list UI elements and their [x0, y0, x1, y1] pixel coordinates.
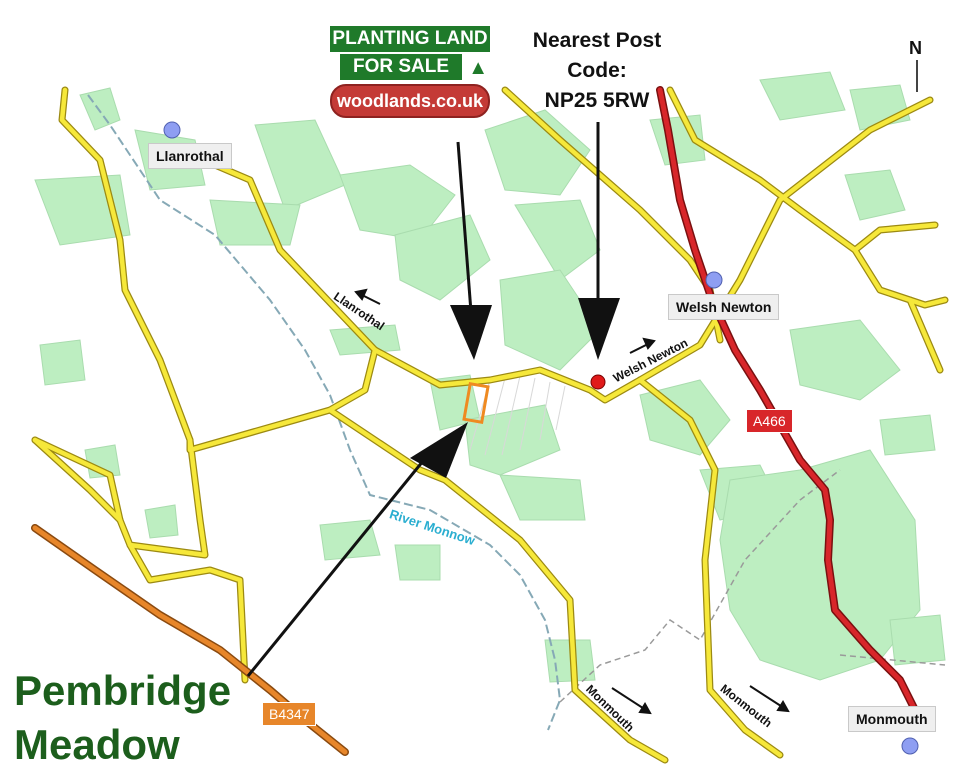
boundary-line-east [839, 654, 946, 666]
promo-website-link[interactable]: woodlands.co.uk [330, 84, 490, 118]
town-dot-llanrothal [163, 121, 181, 139]
field-hatching [469, 375, 566, 456]
postcode-line-2: Code: [567, 59, 627, 82]
promo-line-2: FOR SALE ▲ [340, 54, 488, 80]
woodland-areas [34, 71, 946, 683]
postcode-line-3: NP25 5RW [544, 89, 650, 112]
woodlands-promo: PLANTING LAND FOR SALE ▲ woodlands.co.uk [330, 26, 490, 118]
direction-arrows [354, 288, 790, 715]
boundary-line [559, 469, 841, 703]
tree-icon: ▲ [468, 57, 488, 79]
site-title-line-2: Meadow [14, 721, 180, 768]
town-dot-monmouth [901, 737, 919, 755]
town-label-monmouth: Monmouth [848, 706, 936, 732]
town-label-llanrothal: Llanrothal [148, 143, 232, 169]
a466-shield: A466 [746, 409, 793, 433]
north-label: N [909, 38, 922, 58]
b4347-shield: B4347 [262, 702, 317, 726]
promo-line-1: PLANTING LAND [330, 26, 490, 52]
promo-line-2-text: FOR SALE [352, 56, 450, 77]
a466-road-fill [657, 87, 918, 713]
postcode-line-1: Nearest Post [532, 29, 662, 52]
nearest-postcode: Nearest Post Code: NP25 5RW [512, 26, 682, 116]
river-monnow [87, 94, 562, 731]
site-title-line-1: Pembridge [14, 667, 232, 714]
town-label-welsh-newton: Welsh Newton [668, 294, 780, 320]
site-marker [462, 381, 490, 425]
town-dot-welsh-newton [705, 271, 723, 289]
pointer-arrows [246, 122, 620, 677]
site-title: Pembridge Meadow [14, 664, 231, 772]
postcode-dot [590, 374, 606, 390]
